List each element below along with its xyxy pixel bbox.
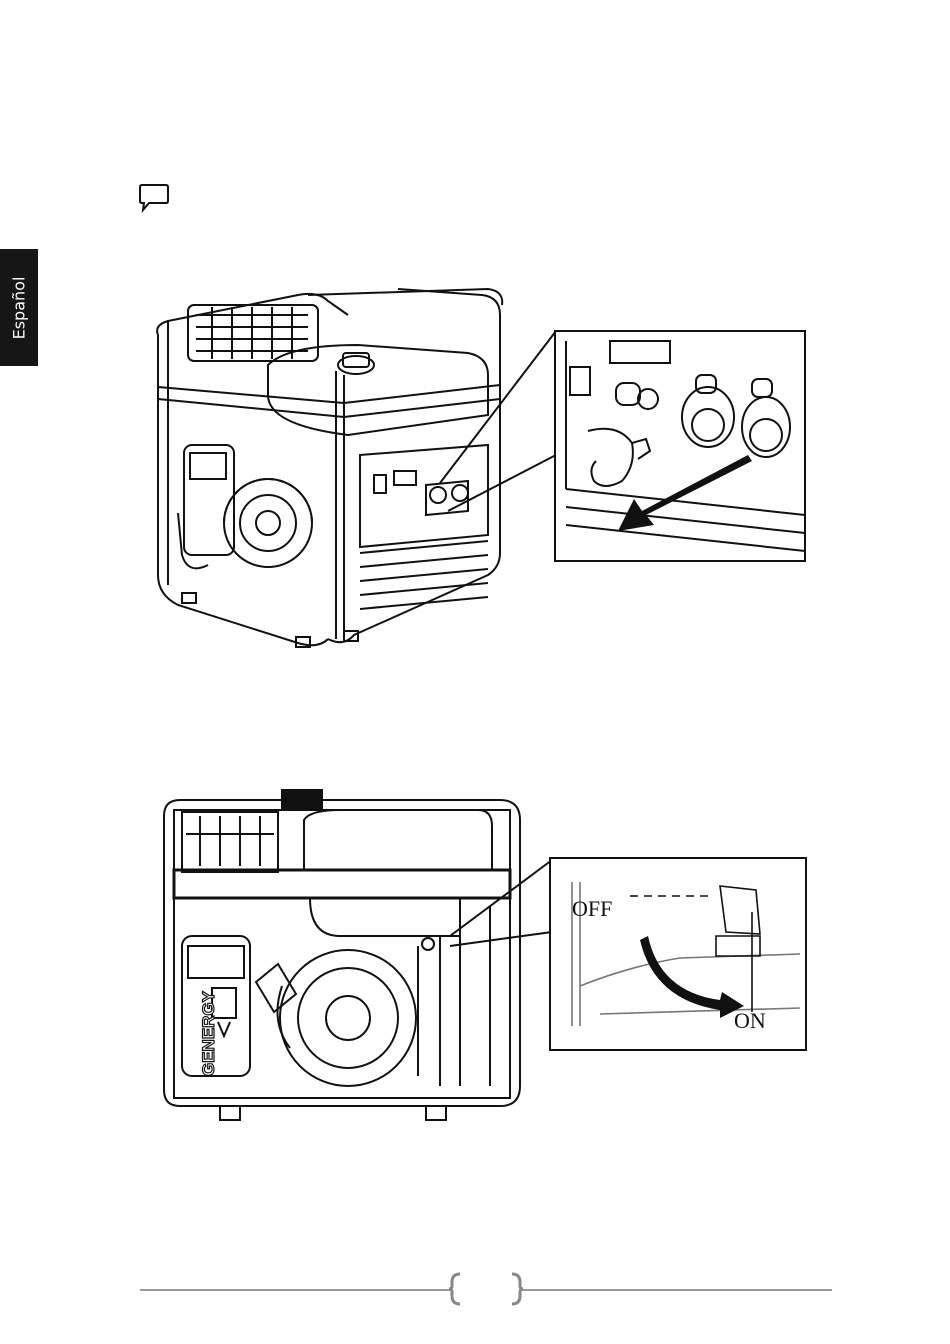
language-tab-label: Español [10, 276, 29, 339]
fuel-valve-on-label: ON [734, 1008, 766, 1034]
socket-zoom-callout [555, 331, 805, 561]
generator-side-drawing: GENERGY [160, 786, 810, 1126]
language-side-tab: Español [0, 249, 38, 366]
page-number-bracket [448, 1272, 524, 1306]
brand-logo: GENERGY [199, 990, 218, 1076]
footer-rule-right [522, 1289, 832, 1291]
footer-rule-left [140, 1289, 452, 1291]
figure-unplug-load [148, 275, 813, 665]
fuel-valve-zoom-callout [550, 858, 806, 1050]
generator-perspective-drawing [148, 275, 813, 665]
fuel-valve-off-label: OFF [572, 896, 612, 922]
speech-bubble-icon [138, 183, 170, 213]
figure-fuel-valve: GENERGY [160, 786, 810, 1126]
